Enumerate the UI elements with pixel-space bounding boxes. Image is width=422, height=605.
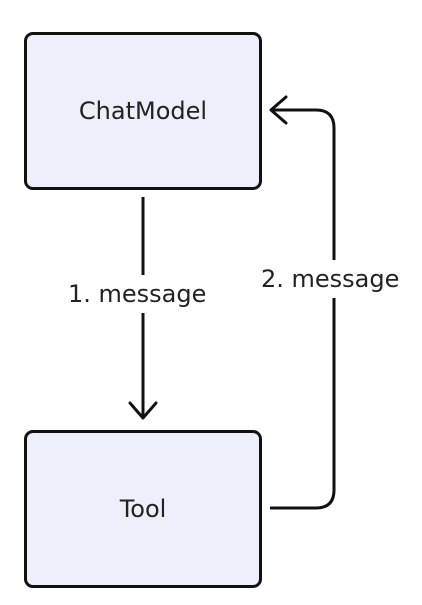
edge-chatmodel-to-tool-arrowhead [128, 401, 158, 420]
edge-tool-to-chatmodel-line [270, 108, 336, 510]
edge-tool-to-chatmodel-arrowhead [269, 95, 288, 125]
node-chatmodel-label: ChatModel [78, 97, 208, 125]
node-tool[interactable]: Tool [24, 430, 262, 588]
edge-label-1: 1. message [68, 275, 207, 313]
edge-label-2: 2. message [261, 260, 400, 298]
node-chatmodel[interactable]: ChatModel [24, 32, 262, 190]
node-tool-label: Tool [119, 495, 167, 523]
